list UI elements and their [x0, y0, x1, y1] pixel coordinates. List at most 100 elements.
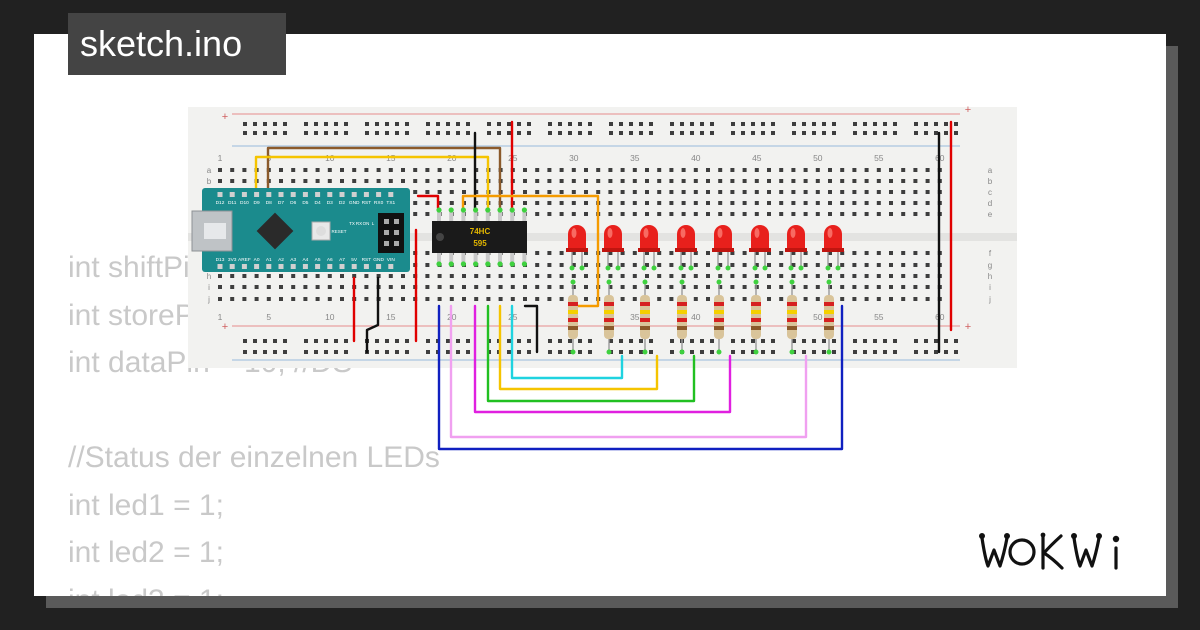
- header-pin[interactable]: [266, 264, 272, 269]
- resistor-body[interactable]: [604, 295, 614, 339]
- led-body[interactable]: [751, 225, 769, 250]
- resistor-body[interactable]: [568, 295, 578, 339]
- header-pin[interactable]: [217, 264, 223, 269]
- rail-hole: [385, 122, 389, 126]
- resistor-body[interactable]: [824, 295, 834, 339]
- rail-hole: [954, 131, 958, 135]
- breadboard-hole: [718, 179, 723, 183]
- header-pin[interactable]: [388, 192, 394, 197]
- led-unit-8[interactable]: [822, 225, 844, 355]
- led-body[interactable]: [714, 225, 732, 250]
- rail-hole: [690, 339, 694, 343]
- header-pin[interactable]: [254, 192, 260, 197]
- breadboard-hole: [584, 168, 588, 172]
- header-pin[interactable]: [302, 264, 308, 269]
- led-body[interactable]: [824, 225, 842, 250]
- led-body[interactable]: [640, 225, 658, 250]
- breadboard-hole: [742, 190, 747, 194]
- breadboard-hole: [437, 285, 442, 289]
- led-resistor-array[interactable]: [566, 225, 844, 355]
- header-pin[interactable]: [327, 264, 333, 269]
- resistor-body[interactable]: [677, 295, 687, 339]
- led-unit-3[interactable]: [638, 225, 660, 355]
- header-pin[interactable]: [278, 192, 284, 197]
- led-unit-4[interactable]: [675, 225, 697, 355]
- header-pin[interactable]: [254, 264, 260, 269]
- breadboard-hole: [596, 168, 601, 172]
- breadboard-hole: [889, 212, 893, 216]
- header-pin[interactable]: [315, 192, 321, 197]
- header-pin[interactable]: [376, 192, 382, 197]
- led-unit-6[interactable]: [749, 225, 771, 355]
- header-pin[interactable]: [229, 264, 235, 269]
- header-pin[interactable]: [363, 192, 369, 197]
- header-pin[interactable]: [290, 264, 296, 269]
- resistor-body[interactable]: [714, 295, 724, 339]
- header-pin[interactable]: [339, 192, 345, 197]
- resistor-body[interactable]: [751, 295, 761, 339]
- breadboard-hole: [840, 179, 845, 183]
- resistor-body[interactable]: [787, 295, 797, 339]
- header-pin[interactable]: [351, 264, 357, 269]
- header-pin[interactable]: [302, 192, 308, 197]
- header-pin[interactable]: [376, 264, 382, 269]
- arduino-board[interactable]: [202, 188, 410, 272]
- led-unit-5[interactable]: [712, 225, 734, 355]
- led-body[interactable]: [677, 225, 695, 250]
- header-pin[interactable]: [290, 192, 296, 197]
- column-number: 15: [386, 312, 396, 322]
- breadboard-hole: [449, 179, 454, 183]
- header-pin[interactable]: [241, 264, 247, 269]
- resistor-band: [787, 326, 797, 330]
- connection-dot: [509, 261, 515, 267]
- breadboard-hole: [584, 251, 588, 255]
- led-unit-7[interactable]: [785, 225, 807, 355]
- breadboard-hole: [779, 201, 784, 205]
- rail-hole: [649, 131, 653, 135]
- led-body[interactable]: [568, 225, 586, 250]
- rail-hole: [466, 339, 470, 343]
- header-pin[interactable]: [229, 192, 235, 197]
- breadboard-hole: [474, 179, 479, 183]
- breadboard-hole: [828, 274, 832, 278]
- header-pin[interactable]: [278, 264, 284, 269]
- header-pin[interactable]: [339, 264, 345, 269]
- breadboard-hole: [913, 297, 918, 301]
- reset-button-cap[interactable]: [316, 226, 326, 236]
- header-pin[interactable]: [388, 264, 394, 269]
- rail-hole: [558, 350, 562, 354]
- connection-dot: [798, 265, 804, 271]
- header-pin[interactable]: [327, 192, 333, 197]
- header-pin[interactable]: [217, 192, 223, 197]
- breadboard-hole: [266, 297, 271, 301]
- breadboard-hole: [620, 212, 625, 216]
- resistor-body[interactable]: [640, 295, 650, 339]
- sketch-title[interactable]: sketch.ino: [68, 13, 286, 75]
- header-pin[interactable]: [315, 264, 321, 269]
- breadboard-hole: [584, 263, 588, 267]
- led-unit-1[interactable]: [566, 225, 588, 355]
- connection-dot: [448, 207, 454, 213]
- breadboard-hole: [449, 297, 454, 301]
- header-pin[interactable]: [351, 192, 357, 197]
- breadboard-hole: [218, 285, 222, 289]
- breadboard-hole: [327, 179, 332, 183]
- rail-hole: [893, 339, 897, 343]
- chip-body[interactable]: [432, 221, 527, 253]
- header-pin[interactable]: [363, 264, 369, 269]
- breadboard-hole: [401, 168, 405, 172]
- rail-hole: [253, 122, 257, 126]
- led-body[interactable]: [787, 225, 805, 250]
- led-body[interactable]: [604, 225, 622, 250]
- header-pin[interactable]: [241, 192, 247, 197]
- rail-hole: [426, 122, 430, 126]
- header-pin[interactable]: [266, 192, 272, 197]
- rail-hole: [893, 350, 897, 354]
- breadboard-hole: [828, 201, 832, 205]
- rail-hole: [609, 122, 613, 126]
- breadboard-hole: [584, 274, 588, 278]
- led-unit-2[interactable]: [602, 225, 624, 355]
